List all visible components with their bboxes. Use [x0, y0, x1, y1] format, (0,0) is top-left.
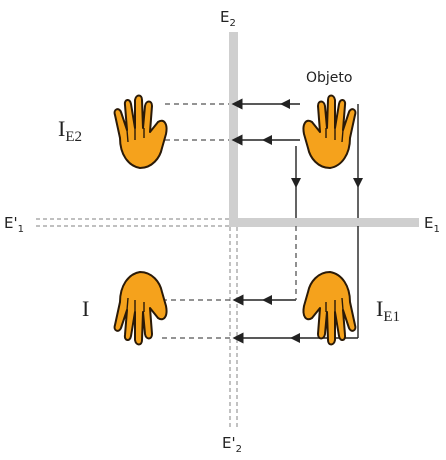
- label-object: Objeto: [306, 70, 352, 86]
- label-e2-top: E2: [220, 8, 236, 29]
- mirror-e1-virtual: [36, 218, 229, 227]
- ray-arrowheads: [262, 99, 363, 343]
- label-e2-bottom: E'2: [222, 434, 242, 455]
- label-image-e2: IE2: [58, 116, 82, 145]
- label-image-final: I: [82, 296, 89, 321]
- mirror-e1: [229, 218, 419, 227]
- virtual-rays: [162, 103, 297, 339]
- hand-icon-image-final: [113, 271, 168, 346]
- label-e1-right: E1: [424, 214, 440, 235]
- hand-icon-image-e2: [113, 94, 168, 169]
- mirror-e2-virtual: [229, 227, 238, 430]
- ray-lines: [231, 98, 359, 344]
- hand-icon-object: [302, 94, 357, 169]
- label-image-e1: IE1: [376, 296, 400, 325]
- label-e1-left: E'1: [4, 214, 24, 235]
- mirror-e2: [229, 32, 238, 222]
- hand-icon-image-e1: [302, 271, 357, 346]
